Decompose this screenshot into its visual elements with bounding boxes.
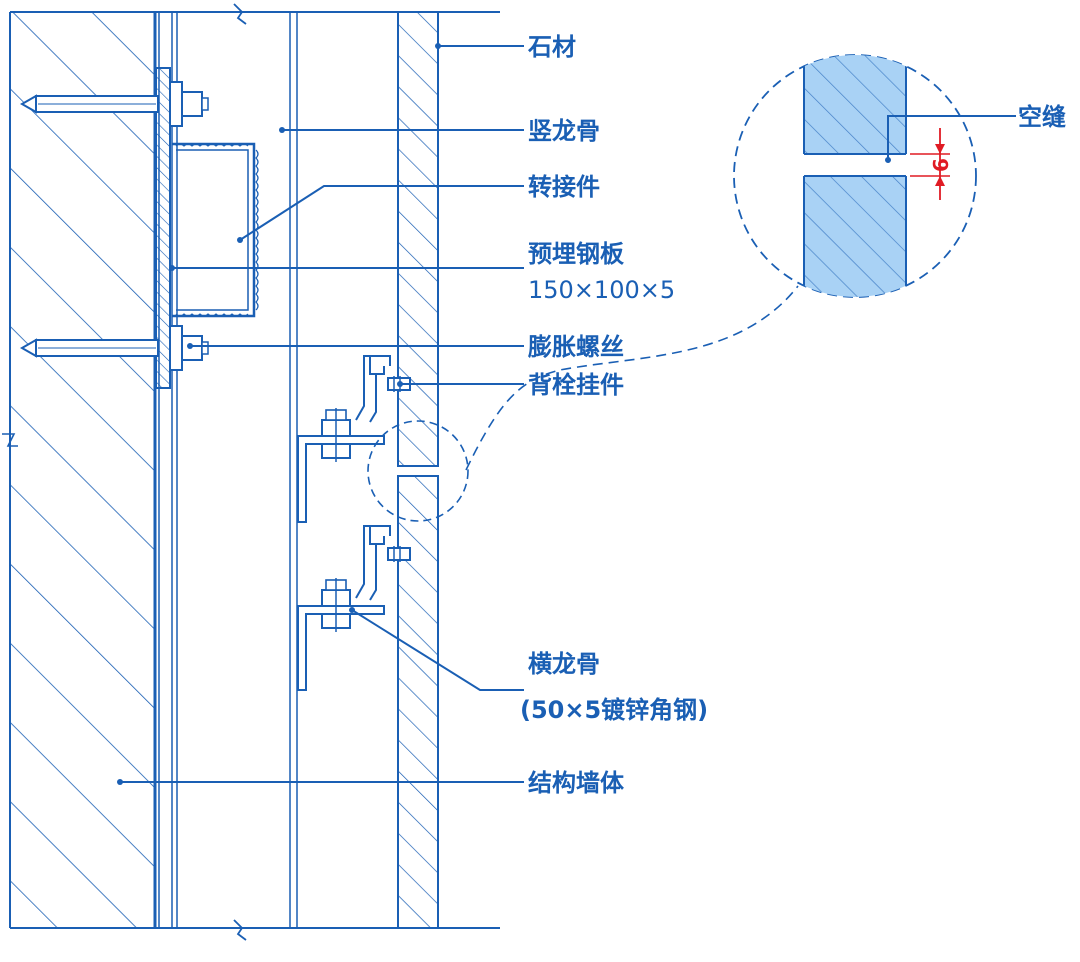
label-adapter: 转接件 xyxy=(528,173,600,201)
label-joint: 空缝 xyxy=(1018,103,1066,131)
label-stone: 石材 xyxy=(527,33,576,61)
horizontal-keel-lower xyxy=(297,578,385,691)
embedded-plate xyxy=(155,67,171,389)
joint-detail xyxy=(733,54,977,298)
label-expansion-bolt: 膨胀螺丝 xyxy=(527,333,624,361)
expansion-bolt-bottom xyxy=(19,325,209,371)
structural-wall xyxy=(2,12,160,928)
leader-dots xyxy=(117,43,891,785)
label-structural-wall: 结构墙体 xyxy=(528,769,625,797)
adapter-bracket xyxy=(172,142,259,318)
leader-lines xyxy=(120,45,1016,783)
joint-dimension xyxy=(910,128,950,200)
label-horizontal-keel: 横龙骨 xyxy=(528,650,600,678)
label-back-bolt-hanger: 背栓挂件 xyxy=(528,371,624,399)
label-horizontal-keel-spec: (50×5镀锌角钢) xyxy=(520,696,708,724)
detail-callout xyxy=(367,285,799,522)
stone-panel-upper xyxy=(397,11,439,467)
stone-panel-lower xyxy=(397,475,439,929)
back-bolt-hanger-lower xyxy=(355,525,411,601)
label-vertical-keel: 竖龙骨 xyxy=(528,117,600,145)
horizontal-keel-upper xyxy=(297,408,385,523)
expansion-bolt-top xyxy=(19,81,209,127)
label-joint-width: 6 xyxy=(929,158,953,172)
label-embedded-plate-size: 150×100×5 xyxy=(528,276,675,304)
label-embedded-plate: 预埋钢板 xyxy=(528,240,625,268)
